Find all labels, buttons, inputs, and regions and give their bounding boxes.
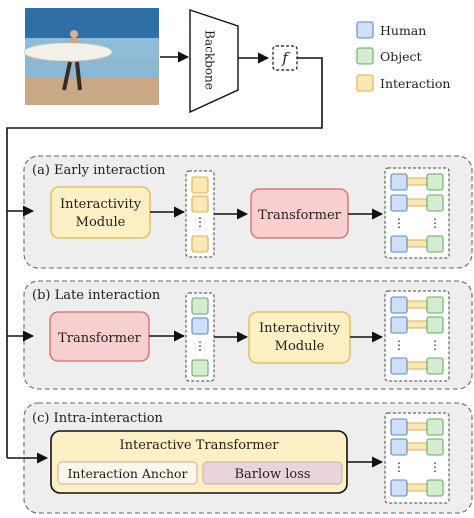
- interaction-anchor-box: Interaction Anchor: [57, 461, 198, 485]
- hoi-link: [406, 198, 428, 207]
- feature-route-line: [6, 57, 323, 458]
- early-transformer-label: Transformer: [258, 208, 342, 223]
- intra-hoi-pair-output: ⋮ ⋮: [384, 412, 450, 504]
- object-token: [426, 357, 444, 375]
- backbone-block: Backbone: [189, 9, 239, 114]
- panel-early-title: (a) Early interaction: [32, 163, 166, 178]
- ellipsis-vertical: ⋮: [393, 216, 405, 230]
- interaction-token: [191, 176, 209, 194]
- interaction-token: [191, 235, 209, 253]
- late-module-line1: Interactivity: [259, 321, 341, 336]
- early-interactivity-module: Interactivity Module: [50, 186, 151, 239]
- hoi-link: [406, 239, 428, 248]
- late-hoi-pair-output: ⋮ ⋮: [384, 290, 450, 382]
- ellipsis-vertical: ⋮: [194, 339, 206, 353]
- ellipsis-vertical: ⋮: [393, 460, 405, 474]
- object-token: [426, 418, 444, 436]
- object-token: [426, 173, 444, 191]
- early-interaction-token-stack: ⋮: [185, 170, 215, 258]
- legend-object-label: Object: [380, 49, 422, 64]
- human-token: [390, 418, 408, 436]
- ellipsis-vertical: ⋮: [393, 338, 405, 352]
- interaction-anchor-label: Interaction Anchor: [67, 466, 187, 481]
- input-photo: [23, 8, 159, 105]
- human-token: [390, 296, 408, 314]
- legend-interaction-label: Interaction: [380, 76, 450, 91]
- late-human-object-token-stack: ⋮: [185, 292, 215, 382]
- hoi-link: [406, 300, 428, 309]
- surfboard: [23, 42, 113, 62]
- early-hoi-pair-output: ⋮ ⋮: [384, 167, 450, 259]
- human-token: [390, 194, 408, 212]
- panel-intra-interaction: (c) Intra-interaction Interactive Transf…: [7, 402, 473, 514]
- hoi-link: [406, 422, 428, 431]
- hoi-link: [406, 361, 428, 370]
- legend-human-swatch: [356, 21, 374, 39]
- human-token: [390, 479, 408, 497]
- legend-human-label: Human: [380, 23, 426, 38]
- object-token: [191, 297, 209, 315]
- interactive-transformer-block: Interactive Transformer Interaction Anch…: [50, 430, 348, 494]
- backbone-label: Backbone: [203, 30, 217, 90]
- legend: Human Object Interaction: [356, 21, 450, 92]
- panel-intra-title: (c) Intra-interaction: [32, 411, 164, 426]
- human-token: [390, 438, 408, 456]
- ellipsis-vertical: ⋮: [429, 216, 441, 230]
- human-token: [390, 235, 408, 253]
- panel-late-interaction: (b) Late interaction Transformer ⋮ Inter…: [7, 280, 473, 390]
- hoi-link: [406, 483, 428, 492]
- late-module-line2: Module: [275, 339, 325, 354]
- legend-interaction-swatch: [356, 74, 374, 92]
- human-token: [390, 173, 408, 191]
- feature-box: f: [272, 45, 298, 71]
- barlow-loss-box: Barlow loss: [202, 461, 343, 485]
- early-module-line1: Interactivity: [60, 197, 142, 212]
- interaction-token: [191, 195, 209, 213]
- human-token: [390, 357, 408, 375]
- panel-early-interaction: (a) Early interaction Interactivity Modu…: [7, 155, 473, 269]
- barlow-loss-label: Barlow loss: [234, 467, 310, 482]
- object-token: [426, 438, 444, 456]
- object-token: [426, 479, 444, 497]
- object-token: [426, 235, 444, 253]
- feature-symbol: f: [281, 49, 290, 67]
- late-transformer: Transformer: [49, 311, 150, 362]
- human-token: [390, 316, 408, 334]
- interactive-transformer-label: Interactive Transformer: [120, 438, 280, 453]
- object-token: [426, 296, 444, 314]
- ellipsis-vertical: ⋮: [429, 338, 441, 352]
- early-module-line2: Module: [76, 215, 126, 230]
- human-token: [191, 317, 209, 335]
- object-token: [426, 194, 444, 212]
- late-interactivity-module: Interactivity Module: [248, 311, 351, 364]
- legend-object-swatch: [356, 47, 374, 65]
- hoi-link: [406, 177, 428, 186]
- panel-late-title: (b) Late interaction: [32, 288, 161, 303]
- object-token: [426, 316, 444, 334]
- object-token: [191, 359, 209, 377]
- hoi-link: [406, 320, 428, 329]
- ellipsis-vertical: ⋮: [429, 460, 441, 474]
- hoi-link: [406, 442, 428, 451]
- early-transformer: Transformer: [250, 188, 349, 239]
- late-transformer-label: Transformer: [58, 331, 142, 346]
- ellipsis-vertical: ⋮: [194, 215, 206, 229]
